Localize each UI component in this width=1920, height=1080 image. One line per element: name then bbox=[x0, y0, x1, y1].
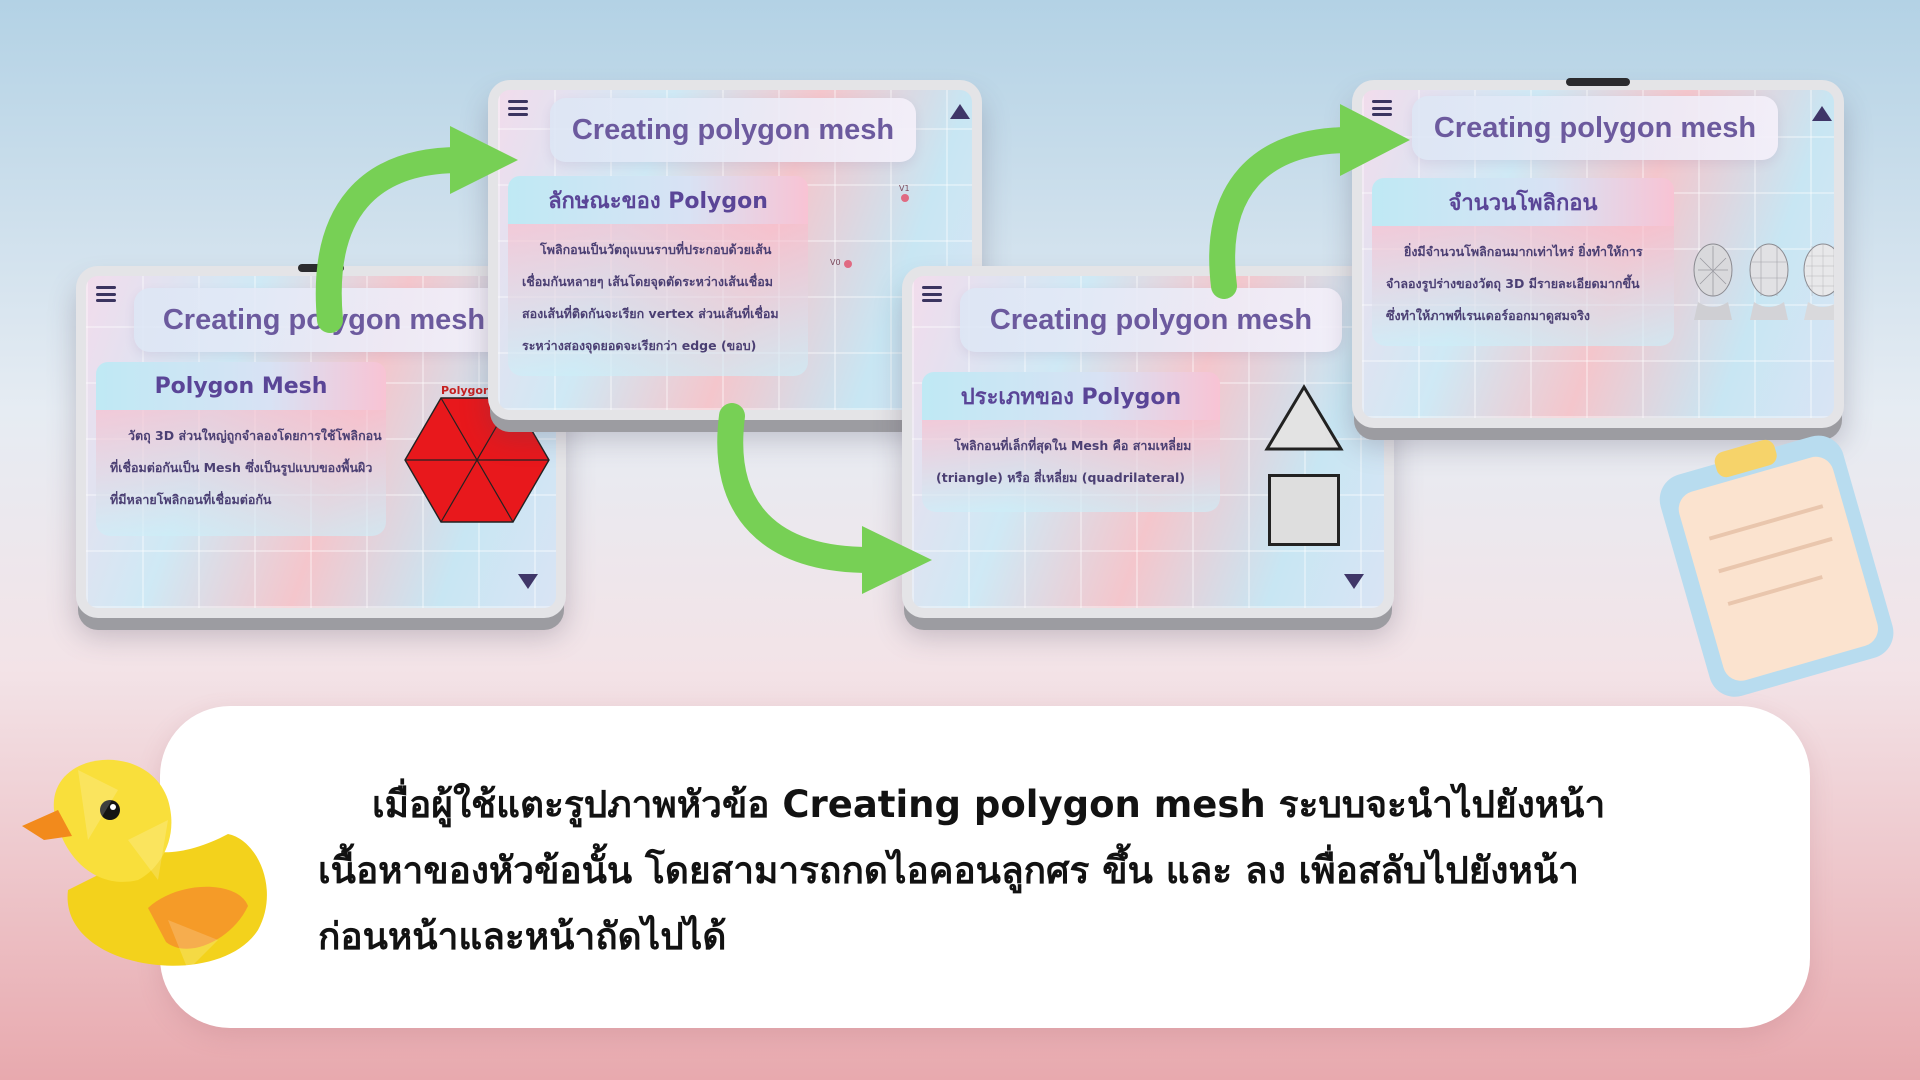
triangle-up-icon[interactable] bbox=[1812, 106, 1832, 121]
triangle-shape-icon bbox=[1264, 384, 1344, 451]
hamburger-menu-icon[interactable] bbox=[1372, 100, 1392, 116]
page-title[interactable]: Creating polygon mesh bbox=[1412, 96, 1778, 160]
caption-card bbox=[160, 706, 1810, 1028]
body-line: สองเส้นที่ติดกันจะเรียก vertex ส่วนเส้นท… bbox=[522, 306, 779, 321]
triangle-down-icon[interactable] bbox=[1344, 574, 1364, 589]
face-mesh-high-icon bbox=[1803, 243, 1834, 320]
clipboard-icon bbox=[1659, 435, 1894, 697]
tablet-polygon-mesh: Creating polygon mesh Polygon Mesh วัตถุ… bbox=[76, 264, 566, 618]
body-line: ระหว่างสองจุดยอดจะเรียกว่า edge (ขอบ) bbox=[522, 338, 757, 353]
section-heading: จำนวนโพลิกอน bbox=[1372, 178, 1674, 226]
section-body: โพลิกอนเป็นวัตถุแบนราบที่ประกอบด้วยเส้น … bbox=[508, 224, 808, 376]
section-body: ยิ่งมีจำนวนโพลิกอนมากเท่าไหร่ ยิ่งทำให้ก… bbox=[1372, 226, 1674, 346]
screen-polygon-traits: Creating polygon mesh ลักษณะของ Polygon … bbox=[498, 90, 972, 410]
triangle-up-icon[interactable] bbox=[950, 104, 970, 119]
section-heading: ประเภทของ Polygon bbox=[922, 372, 1220, 420]
curved-green-arrow-icon bbox=[717, 403, 932, 594]
vertex-dot bbox=[844, 260, 852, 268]
section-heading: Polygon Mesh bbox=[96, 362, 386, 410]
vertex-dot bbox=[901, 194, 909, 202]
hamburger-menu-icon[interactable] bbox=[508, 100, 528, 116]
vertex-label-v1: V1 bbox=[899, 184, 910, 193]
body-line: วัตถุ 3D ส่วนใหญ่ถูกจำลองโดยการใช้โพลิกอ… bbox=[128, 428, 382, 443]
rubber-duck-icon bbox=[22, 759, 267, 970]
body-line: ที่มีหลายโพลิกอนที่เชื่อมต่อกัน bbox=[110, 492, 272, 507]
tablet-polygon-count: Creating polygon mesh จำนวนโพลิกอน ยิ่งม… bbox=[1352, 78, 1844, 428]
screen-polygon-mesh: Creating polygon mesh Polygon Mesh วัตถุ… bbox=[86, 276, 556, 608]
hamburger-menu-icon[interactable] bbox=[96, 286, 116, 302]
body-line: ยิ่งมีจำนวนโพลิกอนมากเท่าไหร่ ยิ่งทำให้ก… bbox=[1404, 244, 1643, 259]
screen-polygon-count: Creating polygon mesh จำนวนโพลิกอน ยิ่งม… bbox=[1362, 90, 1834, 418]
curved-green-arrow-icon bbox=[315, 126, 518, 333]
curved-green-arrow-icon bbox=[1209, 104, 1410, 299]
section-heading: ลักษณะของ Polygon bbox=[508, 176, 808, 224]
page-title[interactable]: Creating polygon mesh bbox=[550, 98, 916, 162]
face-mesh-mid-icon bbox=[1749, 243, 1789, 320]
tablet-notch bbox=[1566, 78, 1630, 86]
body-line: ซึ่งทำให้ภาพที่เรนเดอร์ออกมาดูสมจริง bbox=[1386, 308, 1591, 323]
vertex-label-v0: V0 bbox=[830, 258, 841, 267]
face-mesh-low-icon bbox=[1693, 243, 1733, 320]
body-line: (triangle) หรือ สี่เหลี่ยม (quadrilatera… bbox=[936, 470, 1185, 485]
screen-polygon-types: Creating polygon mesh ประเภทของ Polygon … bbox=[912, 276, 1384, 608]
tablet-polygon-types: Creating polygon mesh ประเภทของ Polygon … bbox=[902, 266, 1394, 618]
hamburger-menu-icon[interactable] bbox=[922, 286, 942, 302]
caption-line-1: เมื่อผู้ใช้แตะรูปภาพหัวข้อ Creating poly… bbox=[372, 783, 1606, 826]
caption-text: เมื่อผู้ใช้แตะรูปภาพหัวข้อ Creating poly… bbox=[318, 772, 1798, 970]
body-line: โพลิกอนที่เล็กที่สุดใน Mesh คือ สามเหลี่… bbox=[954, 438, 1192, 453]
tablet-polygon-traits: Creating polygon mesh ลักษณะของ Polygon … bbox=[488, 80, 982, 420]
square-shape-icon bbox=[1268, 474, 1340, 546]
triangle-down-icon[interactable] bbox=[518, 574, 538, 589]
body-line: จำลองรูปร่างของวัตถุ 3D มีรายละเอียดมากข… bbox=[1386, 276, 1640, 291]
caption-line-2: เนื้อหาของหัวข้อนั้น โดยสามารถกดไอคอนลูก… bbox=[318, 849, 1579, 892]
body-line: ที่เชื่อมต่อกันเป็น Mesh ซึ่งเป็นรูปแบบข… bbox=[110, 460, 373, 475]
body-line: เชื่อมกันหลายๆ เส้นโดยจุดตัดระหว่างเส้นเ… bbox=[522, 274, 773, 289]
body-line: โพลิกอนเป็นวัตถุแบนราบที่ประกอบด้วยเส้น bbox=[540, 242, 772, 257]
page-title[interactable]: Creating polygon mesh bbox=[960, 288, 1342, 352]
caption-line-3: ก่อนหน้าและหน้าถัดไปได้ bbox=[318, 915, 727, 958]
section-body: วัตถุ 3D ส่วนใหญ่ถูกจำลองโดยการใช้โพลิกอ… bbox=[96, 410, 386, 536]
section-body: โพลิกอนที่เล็กที่สุดใน Mesh คือ สามเหลี่… bbox=[922, 420, 1220, 512]
